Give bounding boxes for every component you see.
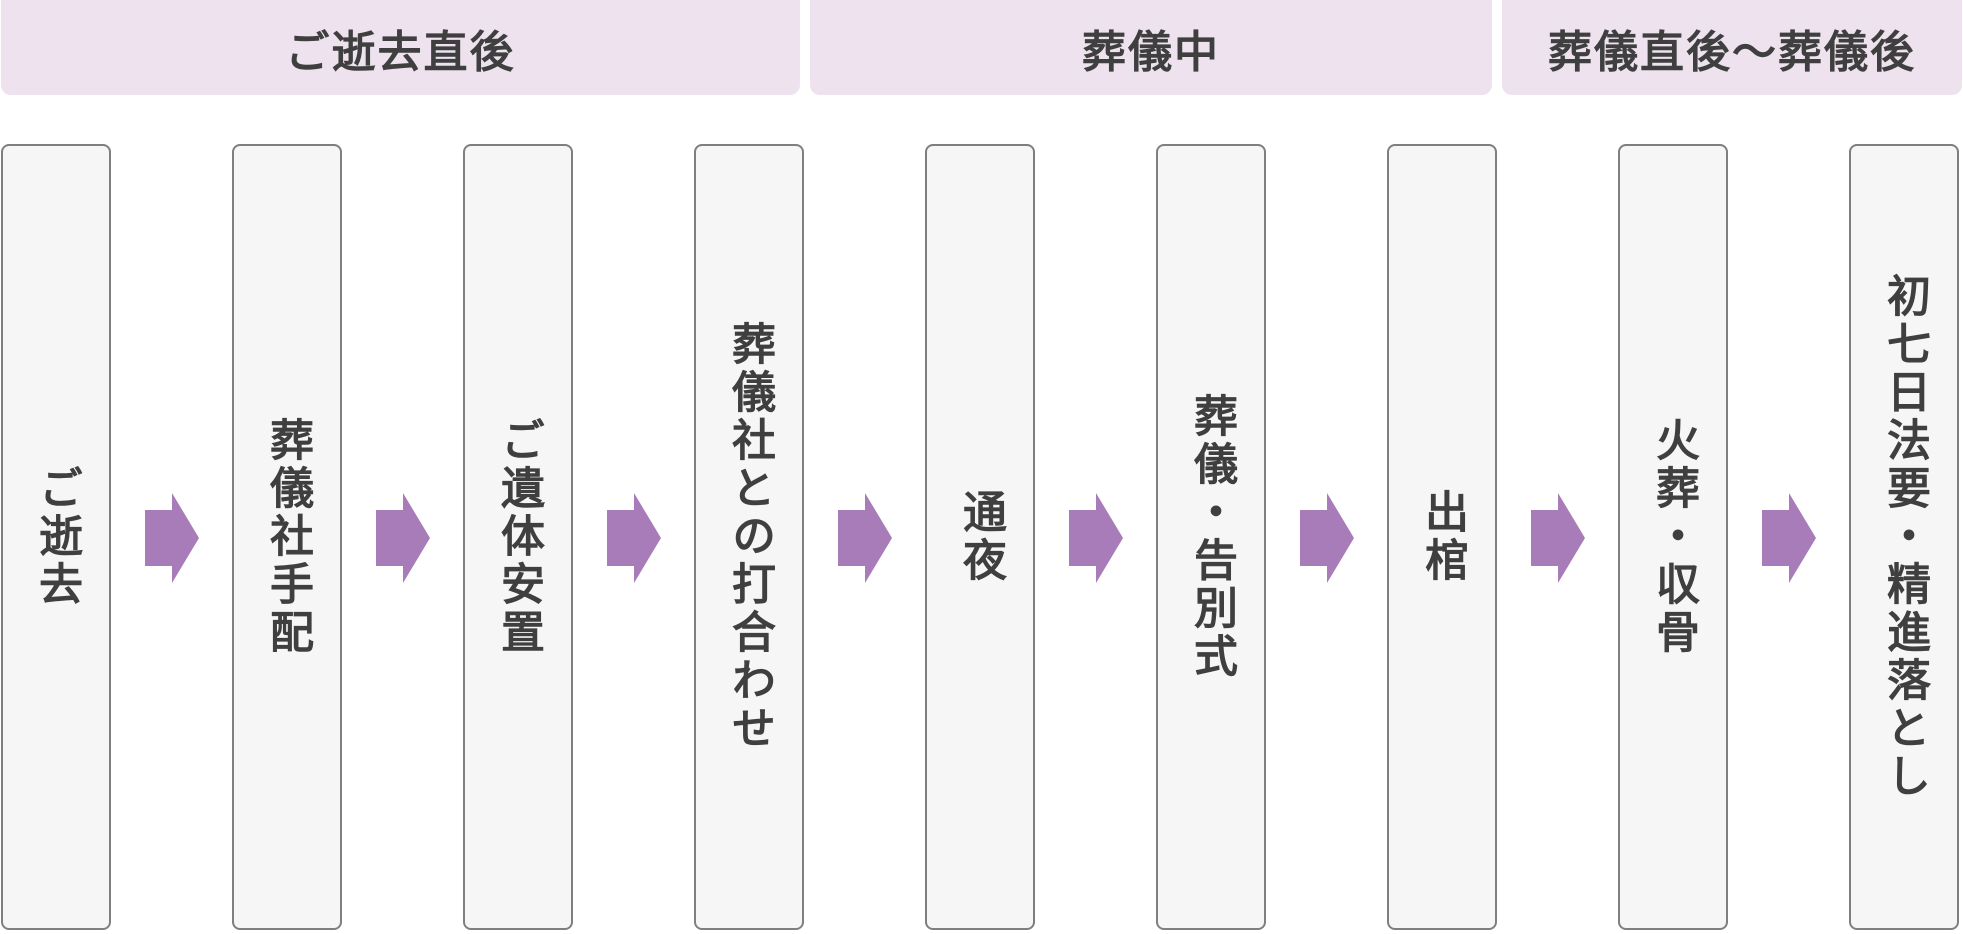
- step-label: 葬儀社手配: [262, 417, 313, 657]
- step-label: 出棺: [1417, 489, 1468, 585]
- right-arrow-icon: [376, 493, 430, 583]
- step-label: 通夜: [955, 489, 1006, 585]
- right-arrow-icon: [1762, 493, 1816, 583]
- step-label: ご遺体安置: [493, 417, 544, 657]
- step-box-cremation: 火葬・収骨: [1618, 144, 1728, 930]
- step-label: 葬儀・告別式: [1186, 393, 1237, 681]
- step-label: 初七日法要・精進落とし: [1879, 273, 1930, 801]
- phase-header-after-funeral: 葬儀直後～葬儀後: [1502, 0, 1962, 95]
- phase-header-during-funeral: 葬儀中: [810, 0, 1492, 95]
- step-box-coffin-departure: 出棺: [1387, 144, 1497, 930]
- right-arrow-icon: [1069, 493, 1123, 583]
- right-arrow-icon: [1300, 493, 1354, 583]
- phase-label: 葬儀中: [1082, 26, 1220, 78]
- right-arrow-icon: [607, 493, 661, 583]
- step-box-funeral-ceremony: 葬儀・告別式: [1156, 144, 1266, 930]
- step-box-funeral-home-meeting: 葬儀社との打合わせ: [694, 144, 804, 930]
- step-label: 葬儀社との打合わせ: [724, 321, 775, 753]
- step-label: ご逝去: [31, 465, 82, 609]
- step-label: 火葬・収骨: [1648, 417, 1699, 657]
- step-box-wake: 通夜: [925, 144, 1035, 930]
- right-arrow-icon: [838, 493, 892, 583]
- right-arrow-icon: [145, 493, 199, 583]
- step-box-death: ご逝去: [1, 144, 111, 930]
- step-box-body-placement: ご遺体安置: [463, 144, 573, 930]
- phase-label: 葬儀直後～葬儀後: [1548, 26, 1916, 78]
- step-box-seventh-day-memorial: 初七日法要・精進落とし: [1849, 144, 1959, 930]
- step-box-contact-funeral-home: 葬儀社手配: [232, 144, 342, 930]
- phase-header-immediately-after-death: ご逝去直後: [1, 0, 800, 95]
- right-arrow-icon: [1531, 493, 1585, 583]
- phase-label: ご逝去直後: [285, 26, 516, 78]
